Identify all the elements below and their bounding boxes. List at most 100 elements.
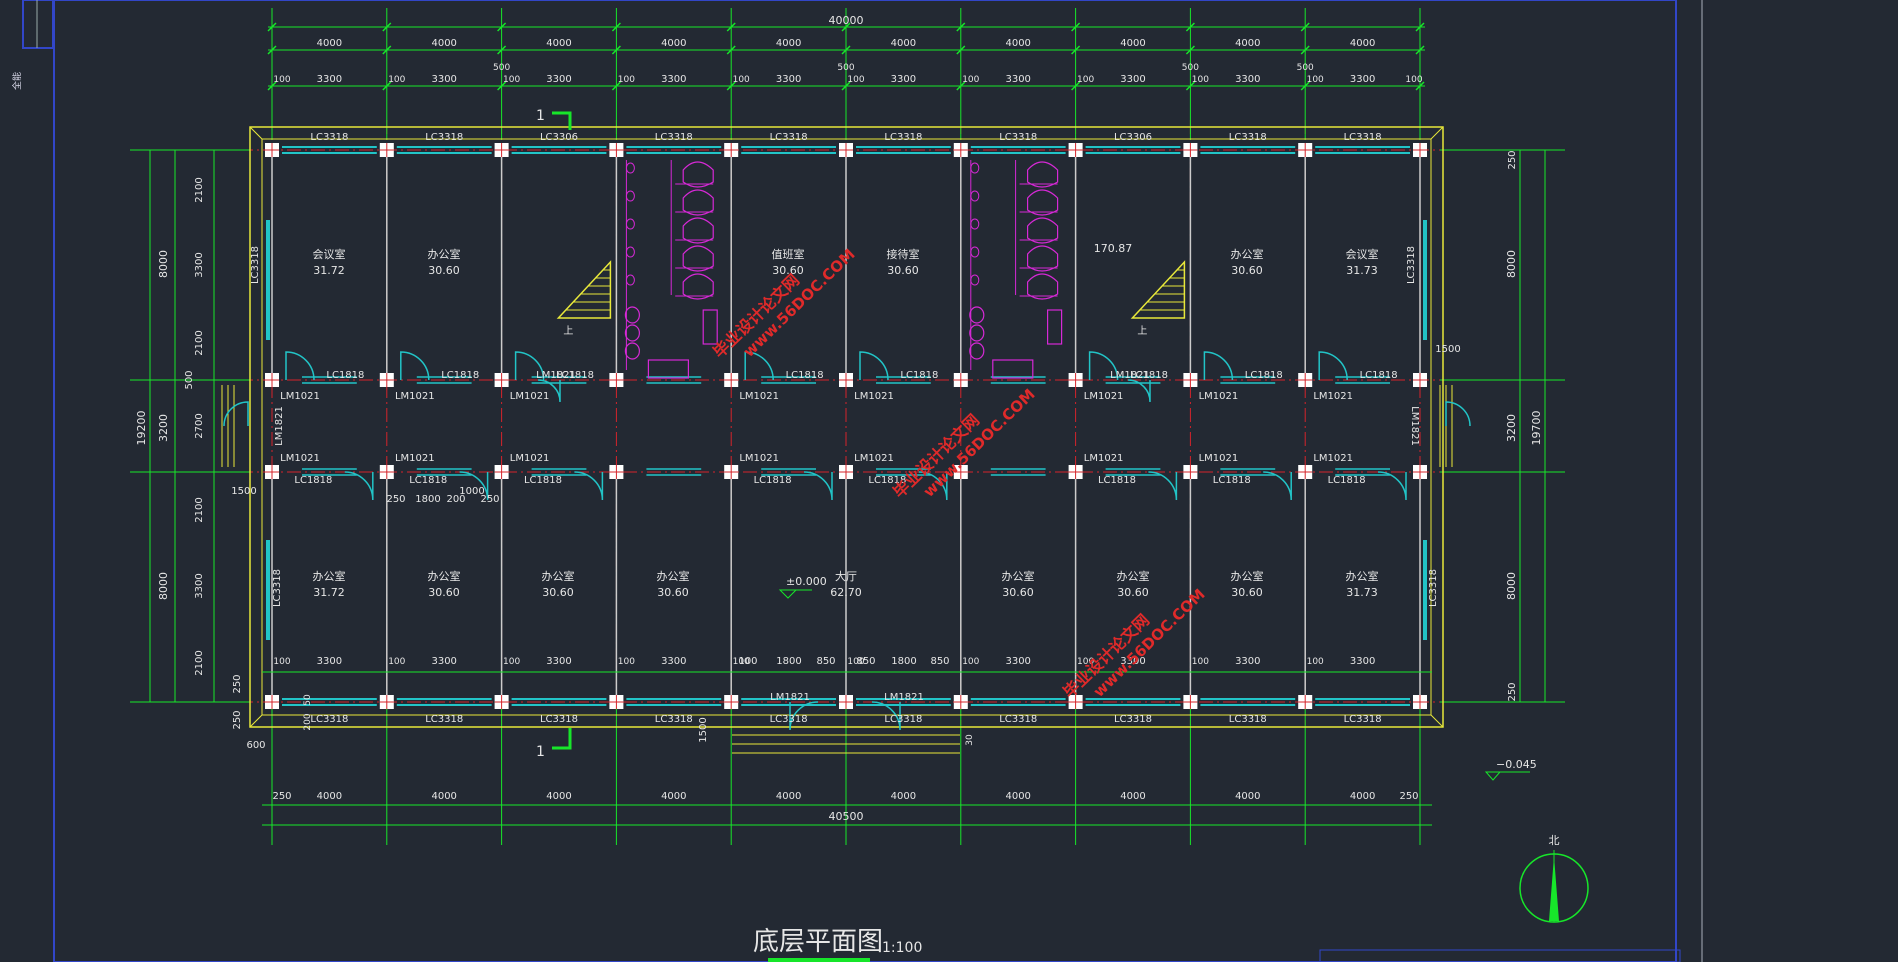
room-name: 办公室	[1117, 569, 1150, 583]
window-label-bottom: LC3318	[999, 714, 1037, 725]
mop-sink	[992, 359, 1034, 379]
door-label-s: LM1021	[854, 453, 894, 464]
inner-outline	[261, 138, 1432, 716]
room-area: 31.73	[1346, 264, 1378, 277]
urinal	[625, 246, 635, 258]
door-label-end-e: LM1821	[1409, 406, 1420, 446]
outline-corner	[1430, 126, 1444, 140]
dim-inner-3300: 3300	[1235, 656, 1260, 667]
dim-sub-top: 3300	[891, 74, 916, 85]
door-label-stair-e: LM1821	[1110, 370, 1150, 381]
dim-tick	[956, 81, 966, 91]
window-label-corridor-n: LC1818	[1245, 370, 1283, 381]
dim-sub-top-100: 100	[503, 75, 520, 85]
dim-inner-100: 100	[1192, 657, 1209, 667]
dim-tick	[956, 22, 966, 32]
window-label-bottom: LC3318	[540, 714, 578, 725]
door-label-n: LM1021	[739, 391, 779, 402]
dim-bay-bottom: 4000	[546, 791, 571, 802]
dim-tick	[382, 45, 392, 55]
cabinet	[702, 309, 718, 345]
door-swing-south	[918, 471, 948, 501]
section-mark-top-text: 1	[536, 108, 545, 124]
dim-left-2100-d: 2100	[194, 650, 205, 675]
wash-basin	[624, 306, 641, 324]
urinal	[625, 274, 635, 286]
door-label-s: LM1021	[739, 453, 779, 464]
window-label-corridor-s: LC1818	[524, 475, 562, 486]
dim-50: 50	[303, 694, 313, 706]
urinal	[970, 162, 980, 174]
dim-left-600: 600	[246, 740, 265, 751]
room-name: 办公室	[1346, 569, 1379, 583]
window-label-bottom: LC3318	[770, 714, 808, 725]
door-label-s: LM1021	[1313, 453, 1353, 464]
dim-tick	[497, 81, 507, 91]
window-label-side-w2: LC3318	[272, 569, 283, 607]
door-main-right	[871, 701, 901, 731]
dim-hall-sub: 850	[930, 656, 949, 667]
dim-inner-100: 100	[962, 657, 979, 667]
dim-sub-top-100-end: 100	[1405, 75, 1422, 85]
side-stamp-text: 全能	[11, 72, 23, 90]
toilet-stall	[1027, 273, 1059, 300]
drawing-frame	[53, 0, 1677, 962]
dim-left-250-b: 250	[232, 710, 243, 729]
door-stair-east	[1127, 379, 1151, 403]
dim-door-250b: 250	[480, 494, 499, 505]
window-label-bottom: LC3318	[310, 714, 348, 725]
side-window	[266, 540, 270, 640]
dim-inner-100: 100	[273, 657, 290, 667]
dim-door-250: 250	[386, 494, 405, 505]
dim-tick	[1415, 81, 1425, 91]
dim-tick	[611, 81, 621, 91]
door-label-end-w: LM1821	[274, 406, 285, 446]
room-area: 30.60	[1231, 264, 1263, 277]
dim-tick	[611, 45, 621, 55]
door-swing-south	[344, 471, 374, 501]
dim-1500-steps: 1500	[698, 717, 709, 742]
dim-bay-top: 4000	[661, 38, 686, 49]
dim-200: 200	[303, 713, 313, 730]
dim-left-2100-b: 2100	[194, 330, 205, 355]
door-swing-north	[1318, 351, 1348, 381]
dim-left-total: 19200	[135, 411, 148, 446]
dim-tick	[1185, 45, 1195, 55]
toilet-stall	[682, 217, 714, 244]
outline-corner	[1430, 714, 1444, 728]
dim-bay-top: 4000	[1005, 38, 1030, 49]
door-stair-west	[537, 379, 561, 403]
door-label-n: LM1021	[1084, 391, 1124, 402]
window-label-corridor-n: LC1818	[441, 370, 479, 381]
stair-up-label: 上	[1137, 325, 1147, 337]
window-label-top: LC3318	[999, 132, 1037, 143]
dim-sub-top: 3300	[1350, 74, 1375, 85]
room-area: 30.60	[542, 586, 574, 599]
section-mark-top: 1	[536, 108, 572, 130]
dim-sub-top-100: 100	[388, 75, 405, 85]
window-label-corridor-n: LC1818	[1360, 370, 1398, 381]
outline-corner	[249, 714, 263, 728]
window-label-top: LC3306	[540, 132, 578, 143]
dim-tick	[611, 22, 621, 32]
door-label-main-r: LM1821	[884, 692, 924, 703]
dim-hall-sub: 1800	[891, 656, 916, 667]
room-name: 办公室	[428, 569, 461, 583]
window-label-top: LC3318	[425, 132, 463, 143]
dim-bay-top: 4000	[546, 38, 571, 49]
dim-tick	[726, 45, 736, 55]
dim-bay-top: 4000	[1120, 38, 1145, 49]
window-label-corridor-s: LC1818	[409, 475, 447, 486]
dim-tick	[841, 22, 851, 32]
door-swing-south	[1263, 471, 1292, 501]
toilet-stall	[1027, 161, 1059, 188]
urinal	[970, 218, 980, 230]
dim-left-8000-top: 8000	[157, 250, 170, 278]
urinal	[970, 246, 980, 258]
dim-bottom-left-250: 250	[272, 791, 291, 802]
dim-door-1800: 1800	[415, 494, 440, 505]
toilet-stall	[1027, 217, 1059, 244]
door-swing-south	[459, 471, 489, 501]
